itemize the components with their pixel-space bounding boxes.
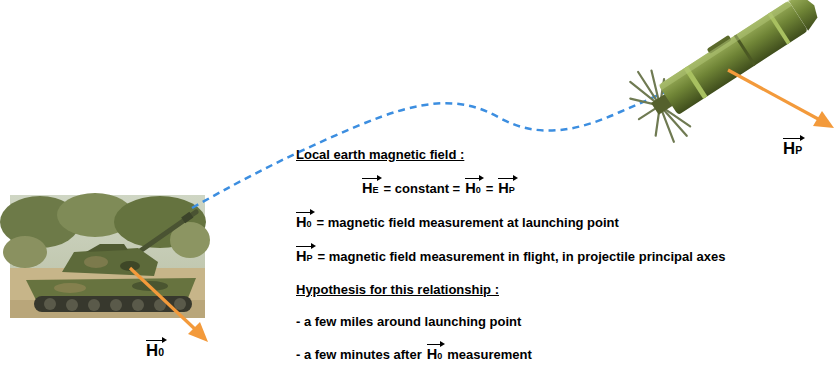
vector-symbol: HP xyxy=(783,140,802,158)
text-line: Local earth magnetic field : xyxy=(296,141,464,162)
section-heading: Hypothesis for this relationship : xyxy=(296,282,499,297)
text-line: HP xyxy=(783,134,802,158)
vector-symbol: H0 xyxy=(296,214,312,230)
field-arrow xyxy=(130,268,208,342)
vector-symbol: H0 xyxy=(427,346,443,362)
projectile xyxy=(617,0,836,153)
text-line: H0 xyxy=(146,336,164,360)
note-text: measurement xyxy=(447,347,532,362)
text-line: - a few minutes after H0 measurement xyxy=(296,340,532,362)
vector-symbol: HP xyxy=(498,180,515,196)
vector-symbol: HP xyxy=(296,248,313,264)
vector-symbol: HE xyxy=(362,180,379,196)
text-line: - a few miles around launching point xyxy=(296,308,521,329)
tank-photo xyxy=(0,193,210,318)
vector-symbol: H0 xyxy=(146,342,164,360)
trajectory xyxy=(192,66,722,208)
note-text: - a few miles around launching point xyxy=(296,314,521,329)
section-heading: Local earth magnetic field : xyxy=(296,147,464,162)
note-text: = constant = xyxy=(384,181,461,196)
note-text: = magnetic field measurement in flight, … xyxy=(318,249,726,264)
note-text: - a few minutes after xyxy=(296,347,422,362)
field-arrow xyxy=(728,70,834,128)
text-line: HE = constant = H0 = HP xyxy=(362,174,515,196)
note-text: = magnetic field measurement at launchin… xyxy=(317,215,619,230)
text-line: HP = magnetic field measurement in flight… xyxy=(296,242,725,264)
text-line: Hypothesis for this relationship : xyxy=(296,276,499,297)
text-line: H0 = magnetic field measurement at launch… xyxy=(296,208,619,230)
note-text: = xyxy=(486,181,494,196)
vector-symbol: H0 xyxy=(465,180,481,196)
